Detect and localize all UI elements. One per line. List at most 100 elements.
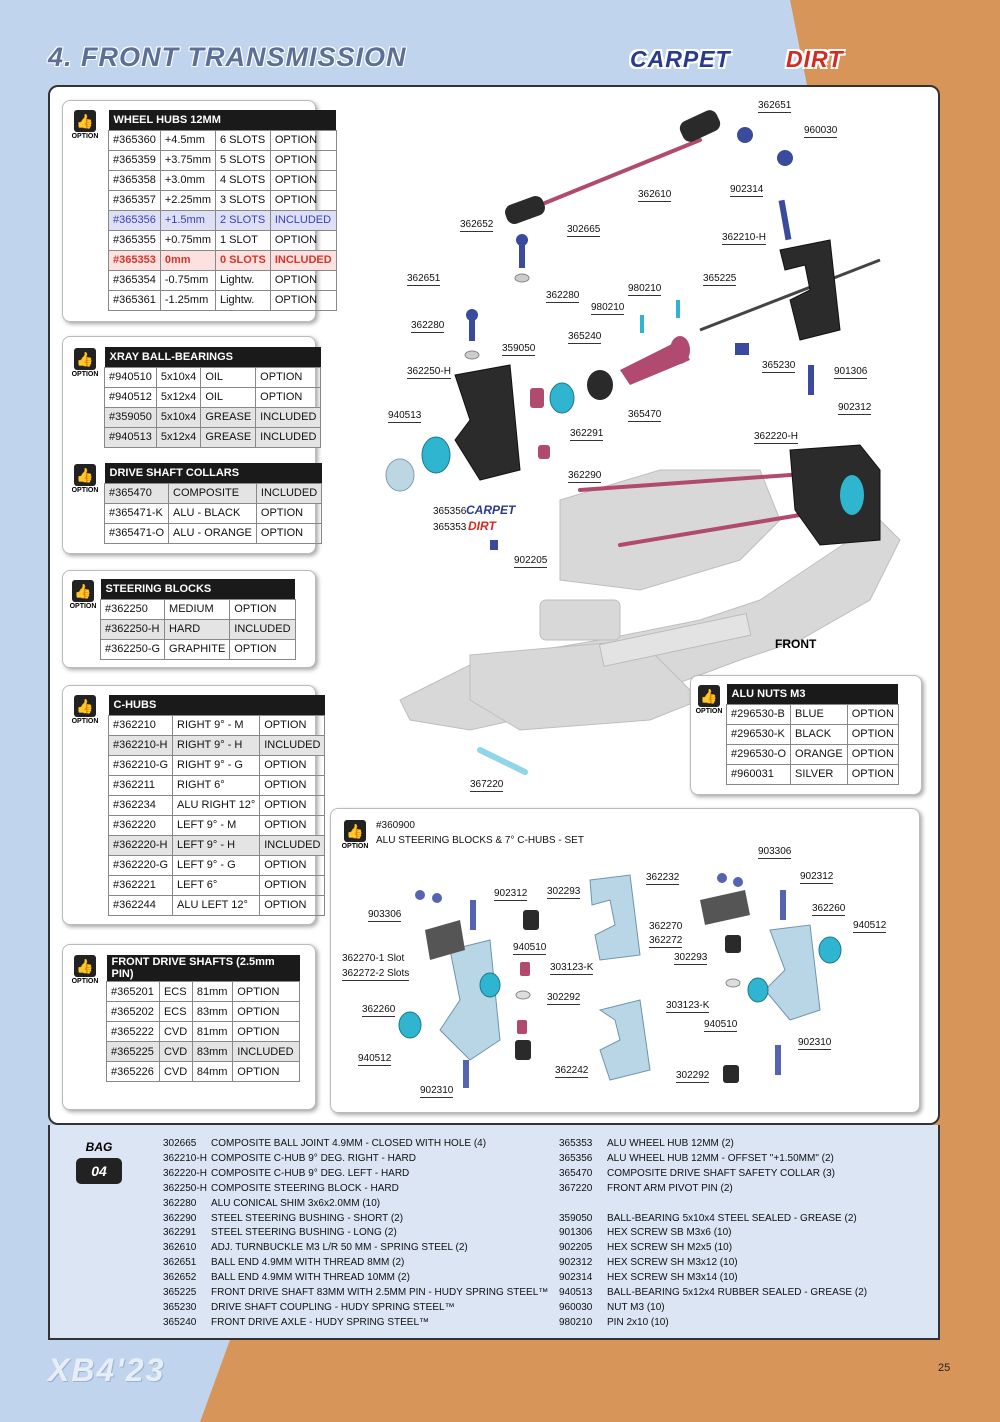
thumbs-up-icon: 👍	[344, 820, 366, 842]
thumbs-up-icon: 👍	[74, 110, 96, 132]
set-title: ALU STEERING BLOCKS & 7° C-HUBS - SET	[376, 835, 584, 846]
set-label: 903306	[758, 846, 792, 859]
callout-label: 940513	[388, 410, 422, 423]
dirt-badge: DIRT	[786, 46, 844, 72]
callout-label: 362290	[568, 470, 602, 483]
table-title: C-HUBS	[108, 695, 325, 715]
drive-shafts-option-badge: 👍 OPTION	[68, 955, 102, 985]
set-label: 940510	[704, 1019, 738, 1032]
set-label: 302293	[674, 952, 708, 965]
set-label: 362260	[362, 1004, 396, 1017]
table-title: DRIVE SHAFT COLLARS	[104, 463, 322, 483]
model-logo: XB4'23	[48, 1352, 166, 1388]
page-title: 4. FRONT TRANSMISSION	[48, 42, 407, 72]
callout-label: 362651	[758, 100, 792, 113]
collars-option-badge: 👍 OPTION	[68, 464, 102, 494]
bag-label: BAG	[85, 1140, 113, 1154]
set-label: 302292	[547, 992, 581, 1005]
table-title: STEERING BLOCKS	[100, 579, 296, 599]
callout-label: 365356	[433, 506, 467, 517]
carpet-mini-badge: CARPET	[466, 503, 516, 517]
callout-label: 980210	[591, 302, 625, 315]
set-option-badge: 👍 OPTION	[338, 820, 372, 850]
table-title: XRAY BALL-BEARINGS	[104, 347, 321, 367]
wheel-hubs-option-badge: 👍 OPTION	[68, 110, 102, 140]
callout-label: 367220	[470, 779, 504, 792]
thumbs-up-icon: 👍	[72, 580, 94, 602]
set-label: 940512	[358, 1053, 392, 1066]
page-number: 25	[938, 1362, 951, 1374]
callout-label: 362651	[407, 273, 441, 286]
set-label: 902312	[494, 888, 528, 901]
callout-label: 902205	[514, 555, 548, 568]
set-label: 362260	[812, 903, 846, 916]
thumbs-up-icon: 👍	[74, 695, 96, 717]
callout-label: 359050	[502, 343, 536, 356]
callout-label: 362610	[638, 189, 672, 202]
callout-label: 362280	[546, 290, 580, 303]
set-code: #360900	[376, 820, 415, 831]
steering-option-badge: 👍 OPTION	[66, 580, 100, 610]
table-title: WHEEL HUBS 12MM	[108, 110, 337, 130]
set-label: 902312	[800, 871, 834, 884]
thumbs-up-icon: 👍	[698, 685, 720, 707]
front-label: FRONT	[775, 637, 817, 651]
set-label: 362272	[649, 935, 683, 948]
set-label: 940510	[513, 942, 547, 955]
callout-label: 980210	[628, 283, 662, 296]
callout-label: 365353	[433, 522, 467, 533]
callout-label: 365230	[762, 360, 796, 373]
thumbs-up-icon: 👍	[74, 955, 96, 977]
set-label: 362270	[649, 921, 683, 932]
thumbs-up-icon: 👍	[74, 464, 96, 486]
set-label: 303123-K	[666, 1000, 710, 1013]
thumbs-up-icon: 👍	[74, 348, 96, 370]
callout-label: 362280	[411, 320, 445, 333]
